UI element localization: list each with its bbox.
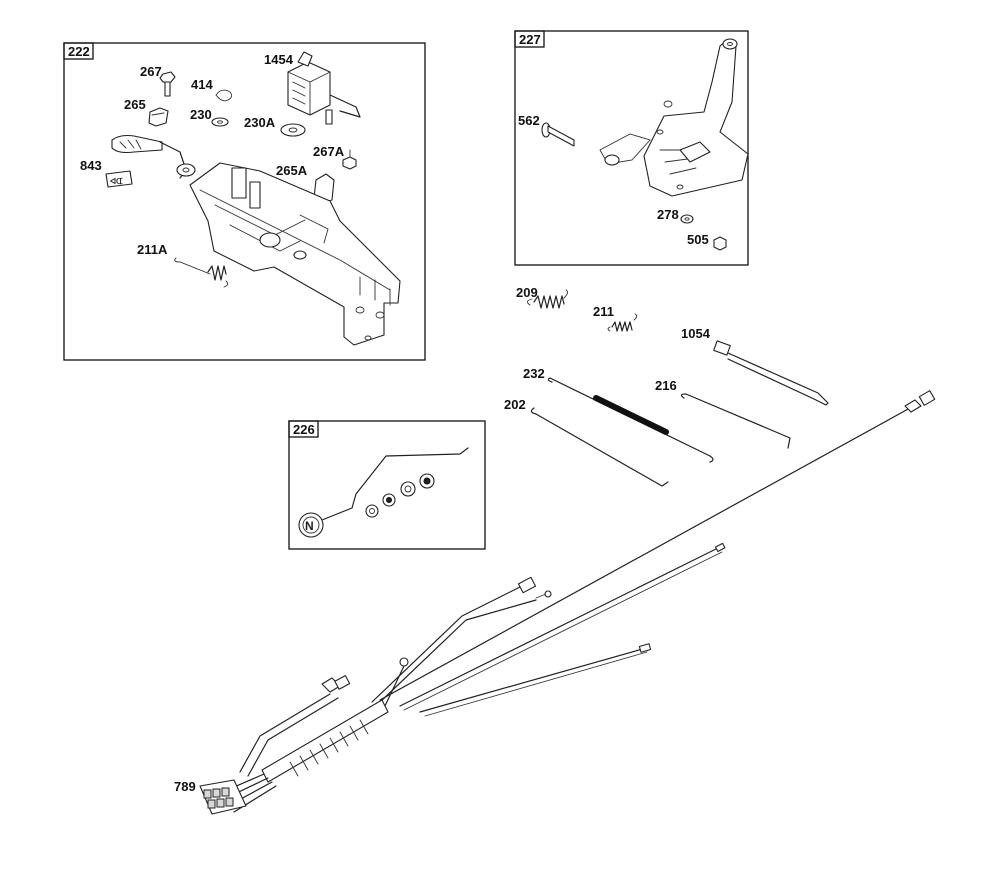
part-265-clip (148, 107, 169, 127)
label-211: 211 (593, 304, 614, 319)
part-789-wire-harness (199, 390, 936, 815)
label-209: 209 (516, 285, 538, 300)
part-211a-spring (174, 257, 229, 288)
label-230a: 230A (244, 115, 276, 130)
part-211-spring (607, 313, 638, 332)
svg-text:ᐊᗭ: ᐊᗭ (110, 177, 123, 186)
label-505: 505 (687, 232, 709, 247)
label-562: 562 (518, 113, 540, 128)
label-414: 414 (191, 77, 213, 92)
part-227-governor-lever (599, 38, 749, 197)
part-843-decal: ᐊᗭ (105, 170, 133, 188)
part-505-nut (713, 236, 727, 251)
svg-text:N: N (305, 519, 314, 533)
part-230a-washer (280, 123, 306, 137)
harness-loom (261, 699, 389, 783)
box-226-label: 226 (293, 422, 315, 437)
part-278-washer (680, 214, 694, 224)
part-216-rod (680, 393, 791, 449)
part-230-washer (211, 117, 229, 127)
label-265: 265 (124, 97, 146, 112)
box-222: 222 ᐊᗭ (63, 42, 426, 361)
label-789: 789 (174, 779, 196, 794)
part-232-rod (547, 377, 714, 463)
label-1054: 1054 (681, 326, 711, 341)
label-1454: 1454 (264, 52, 294, 67)
part-562-shoulder-bolt (541, 122, 575, 147)
part-1454-switch (287, 51, 361, 125)
part-267-bolt (159, 71, 176, 97)
label-216: 216 (655, 378, 677, 393)
label-267a: 267A (313, 144, 345, 159)
part-267a-nut (342, 149, 357, 170)
box-226: 226 N (288, 420, 486, 550)
label-232: 232 (523, 366, 545, 381)
harness-plug (199, 779, 247, 815)
label-265a: 265A (276, 163, 308, 178)
label-230: 230 (190, 107, 212, 122)
part-202-rod (530, 407, 669, 487)
box-227: 227 562 278 505 (514, 30, 749, 266)
control-bracket-assembly (111, 134, 401, 346)
label-211a: 211A (137, 242, 168, 257)
label-843: 843 (80, 158, 102, 173)
label-202: 202 (504, 397, 526, 412)
part-226-choke-knob-cable: N (298, 447, 469, 538)
part-1054-cable-tie (713, 340, 829, 406)
part-209-spring (527, 289, 569, 309)
box-222-label: 222 (68, 44, 90, 59)
label-278: 278 (657, 207, 679, 222)
label-267: 267 (140, 64, 162, 79)
part-414-clip (215, 89, 233, 102)
box-227-label: 227 (519, 32, 541, 47)
